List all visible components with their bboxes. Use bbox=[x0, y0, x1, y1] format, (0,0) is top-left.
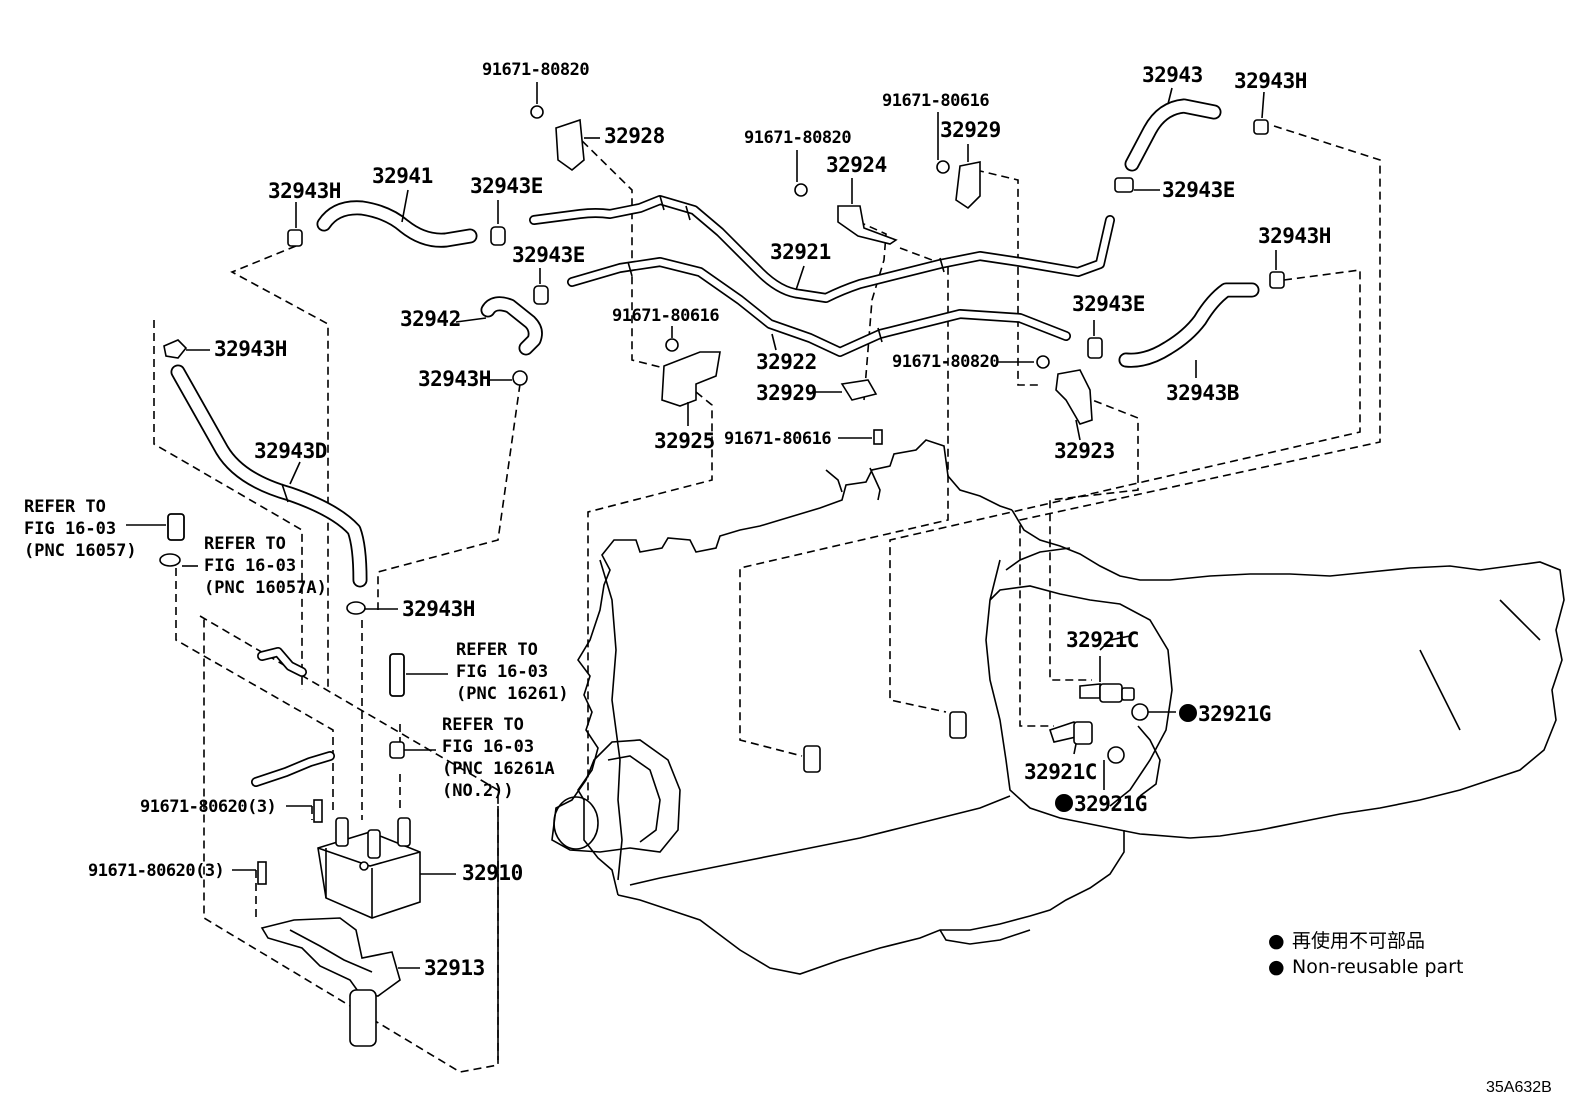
unions-32921c bbox=[1048, 683, 1149, 764]
label-32943h-mid-left: 32943H bbox=[214, 337, 287, 361]
label-91671-80616-mid: 91671-80616 bbox=[612, 306, 719, 326]
refer-notes: REFER TO FIG 16-03 (PNC 16057) REFER TO … bbox=[24, 497, 569, 801]
tube-32921 bbox=[529, 195, 1115, 303]
label-32921g-b: 32921G bbox=[1074, 792, 1147, 816]
label-32943-top-right: 32943 bbox=[1142, 63, 1203, 87]
hose-32943 bbox=[1124, 98, 1222, 172]
non-reusable-dot bbox=[1055, 794, 1073, 812]
label-32943e-top-right: 32943E bbox=[1162, 178, 1235, 202]
bracket-32913 bbox=[260, 917, 401, 1047]
svg-text:FIG 16-03: FIG 16-03 bbox=[204, 556, 296, 576]
svg-text:REFER TO: REFER TO bbox=[442, 715, 524, 735]
hose-32943d bbox=[170, 364, 368, 588]
svg-text:REFER TO: REFER TO bbox=[204, 534, 286, 554]
svg-text:REFER TO: REFER TO bbox=[24, 497, 106, 517]
label-32921g-a: 32921G bbox=[1198, 702, 1271, 726]
label-32924: 32924 bbox=[826, 153, 887, 177]
label-32943d: 32943D bbox=[254, 439, 327, 463]
label-91671-80820-mid: 91671-80820 bbox=[744, 128, 851, 148]
label-32943e-right-2: 32943E bbox=[1072, 292, 1145, 316]
diagram-code: 35A632B bbox=[1486, 1079, 1552, 1096]
svg-text:FIG 16-03: FIG 16-03 bbox=[442, 737, 534, 757]
svg-text:(PNC 16057): (PNC 16057) bbox=[24, 541, 137, 561]
label-32943h-right-2: 32943H bbox=[1258, 224, 1331, 248]
label-32943e-a: 32943E bbox=[470, 174, 543, 198]
pipe-stub-16057 bbox=[167, 513, 185, 541]
label-32943h-left: 32943H bbox=[268, 179, 341, 203]
label-91671-80820-right: 91671-80820 bbox=[892, 352, 999, 372]
pipe-stub-16261 bbox=[389, 653, 405, 697]
svg-text:(PNC 16261A: (PNC 16261A bbox=[442, 759, 555, 779]
part-labels: 91671-80820 32928 32943 32943H 91671-806… bbox=[88, 60, 1331, 980]
label-32943e-b: 32943E bbox=[512, 243, 585, 267]
label-32913: 32913 bbox=[424, 956, 485, 980]
tube-32922 bbox=[567, 257, 1071, 357]
label-32922: 32922 bbox=[756, 350, 817, 374]
bolts bbox=[257, 105, 1050, 885]
svg-text:(PNC 16261): (PNC 16261) bbox=[456, 684, 569, 704]
label-32923: 32923 bbox=[1054, 439, 1115, 463]
label-91671-80620-b: 91671-80620(3) bbox=[88, 861, 224, 881]
label-32929-top: 32929 bbox=[940, 118, 1001, 142]
label-32921c-b: 32921C bbox=[1024, 760, 1097, 784]
label-32943h-top-right: 32943H bbox=[1234, 69, 1307, 93]
leader-lines bbox=[126, 82, 1277, 1060]
hose-32941 bbox=[316, 200, 478, 248]
label-32910: 32910 bbox=[462, 861, 523, 885]
refer-note-16057a: REFER TO FIG 16-03 (PNC 16057A) bbox=[204, 534, 327, 598]
label-32941: 32941 bbox=[372, 164, 433, 188]
label-91671-80820-top: 91671-80820 bbox=[482, 60, 589, 80]
hose-32943b bbox=[1118, 282, 1260, 368]
non-reusable-labels: 32921G 32921G bbox=[1055, 702, 1271, 816]
label-32925: 32925 bbox=[654, 429, 715, 453]
hose-32942 bbox=[480, 296, 543, 356]
label-32943h-near-32942: 32943H bbox=[418, 367, 491, 391]
label-91671-80616-low: 91671-80616 bbox=[724, 429, 831, 449]
legend-text-ja: 再使用不可部品 bbox=[1292, 930, 1425, 952]
brackets bbox=[555, 118, 1093, 425]
clamps bbox=[159, 119, 1285, 773]
legend-text-en: Non-reusable part bbox=[1292, 956, 1463, 978]
svg-text:(NO.2)): (NO.2)) bbox=[442, 781, 514, 801]
svg-text:FIG 16-03: FIG 16-03 bbox=[456, 662, 548, 682]
label-91671-80620-a: 91671-80620(3) bbox=[140, 797, 276, 817]
oil-cooler-32910 bbox=[317, 817, 421, 919]
non-reusable-dot bbox=[1179, 704, 1197, 722]
svg-text:FIG 16-03: FIG 16-03 bbox=[24, 519, 116, 539]
svg-text:REFER TO: REFER TO bbox=[456, 640, 538, 660]
label-32943b: 32943B bbox=[1166, 381, 1239, 405]
label-32921c-a: 32921C bbox=[1066, 628, 1139, 652]
svg-text:(PNC 16057A): (PNC 16057A) bbox=[204, 578, 327, 598]
refer-note-16261: REFER TO FIG 16-03 (PNC 16261) bbox=[456, 640, 569, 704]
legend-bullet-ja: ● bbox=[1268, 930, 1285, 952]
label-32942: 32942 bbox=[400, 307, 461, 331]
engine-outline bbox=[551, 439, 1565, 975]
label-32928: 32928 bbox=[604, 124, 665, 148]
legend: ● 再使用不可部品 ● Non-reusable part bbox=[1268, 930, 1463, 978]
label-32943h-low: 32943H bbox=[402, 597, 475, 621]
label-91671-80616-top: 91671-80616 bbox=[882, 91, 989, 111]
label-32921: 32921 bbox=[770, 240, 831, 264]
refer-note-16057: REFER TO FIG 16-03 (PNC 16057) bbox=[24, 497, 137, 561]
label-32929-mid: 32929 bbox=[756, 381, 817, 405]
refer-note-16261a: REFER TO FIG 16-03 (PNC 16261A (NO.2)) bbox=[442, 715, 555, 801]
legend-bullet-en: ● bbox=[1268, 956, 1285, 978]
